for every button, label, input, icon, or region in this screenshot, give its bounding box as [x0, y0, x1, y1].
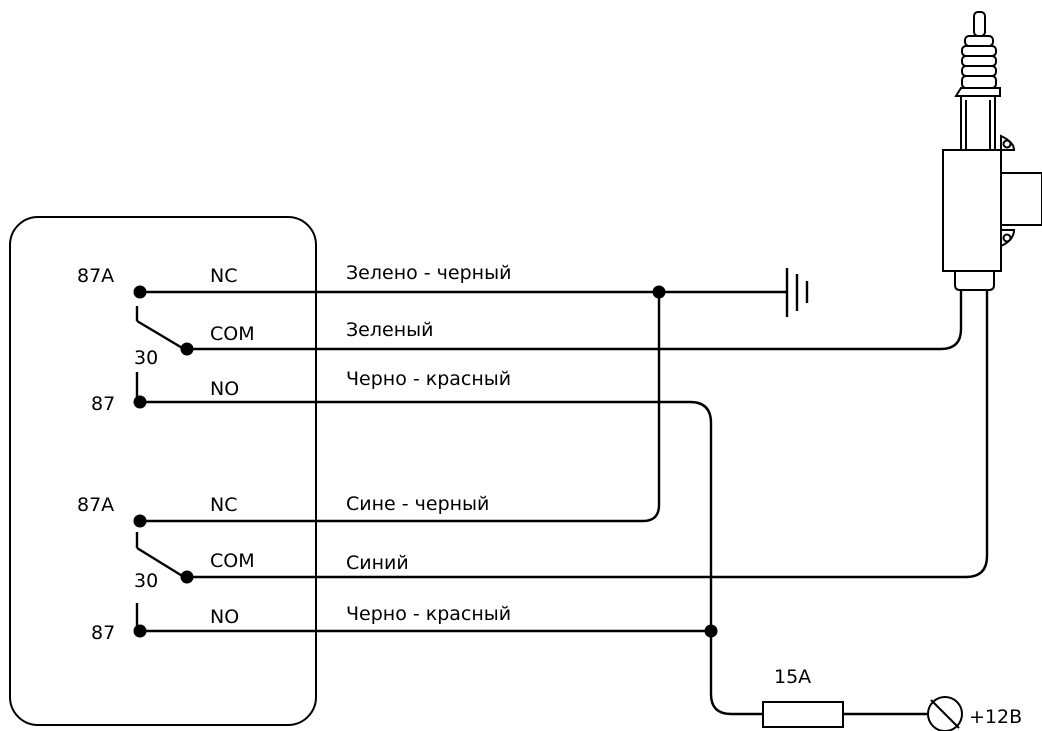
- power-label: +12В: [969, 706, 1022, 728]
- wire-label-2: Зеленый: [346, 319, 433, 341]
- relay-module-box: [9, 216, 317, 726]
- relay2-pin-nc: NC: [210, 494, 237, 516]
- relay2-pin-87a: 87A: [77, 494, 114, 516]
- relay2-pin-30: 30: [134, 570, 158, 592]
- relay1-contact-arm: [136, 319, 185, 351]
- relay1-pin-30: 30: [134, 347, 158, 369]
- relay2-pin-87: 87: [91, 622, 115, 644]
- relay2-contact-arm: [136, 546, 185, 579]
- relay1-pin-87: 87: [91, 393, 115, 415]
- wire-label-4: Сине - черный: [346, 493, 489, 515]
- wire-label-1: Зелено - черный: [346, 262, 511, 284]
- relay1-pin-no: NO: [210, 378, 239, 400]
- fuse-rating: 15A: [774, 666, 811, 688]
- power-terminal-icon: [927, 696, 963, 731]
- wire-label-3: Черно - красный: [346, 368, 511, 390]
- relay2-pin-no: NO: [210, 606, 239, 628]
- relay1-pin-87a: 87A: [77, 265, 114, 287]
- relay2-pin-com: COM: [210, 550, 255, 572]
- junction-dots: [133, 285, 718, 638]
- fuse: [762, 701, 844, 728]
- wire-label-6: Черно - красный: [346, 603, 511, 625]
- wire-label-5: Синий: [346, 552, 409, 574]
- wire-nc-bridge: [140, 292, 661, 523]
- door-lock-actuator-icon: [942, 11, 1042, 291]
- wire-relay1-no: [140, 400, 763, 716]
- relay1-pin-nc: NC: [210, 265, 237, 287]
- wire-relay1-com: [187, 288, 963, 351]
- relay1-pin-com: COM: [210, 323, 255, 345]
- wire-relay2-com: [187, 288, 989, 579]
- ground-symbol: [785, 268, 809, 317]
